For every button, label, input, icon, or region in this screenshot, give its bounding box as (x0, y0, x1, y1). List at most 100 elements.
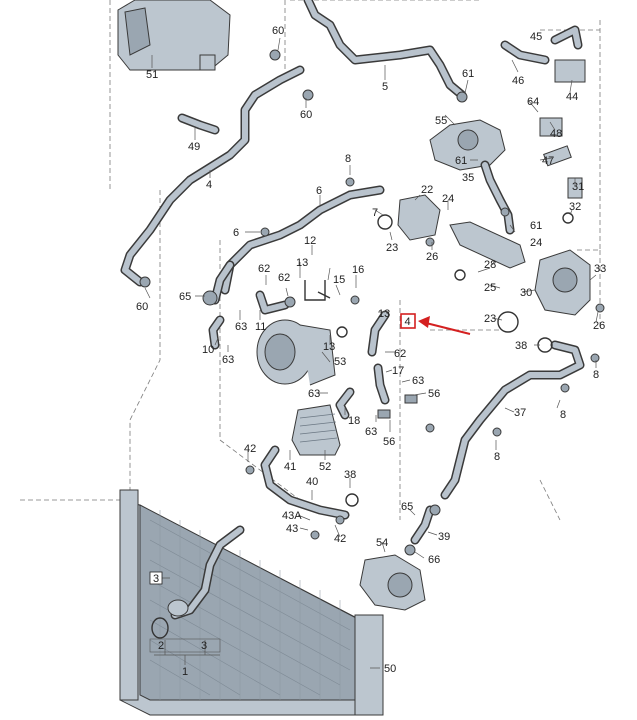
label-2: 2 (158, 640, 164, 652)
label-47: 47 (542, 155, 554, 167)
label-25: 25 (484, 282, 496, 294)
label-22: 22 (421, 184, 433, 196)
hose-39 (410, 505, 435, 545)
label-42-left: 42 (244, 443, 256, 455)
label-56-a: 56 (428, 388, 440, 400)
label-33: 33 (594, 263, 606, 275)
label-1: 1 (182, 666, 188, 678)
water-pump-housing (497, 249, 591, 333)
hose-4 (120, 65, 305, 287)
label-24-top: 24 (442, 193, 454, 205)
label-40: 40 (306, 476, 318, 488)
red-arrow-shaft (425, 322, 471, 335)
label-13-right: 13 (378, 308, 390, 320)
label-45: 45 (530, 31, 542, 43)
label-3: 3 (201, 640, 207, 652)
label-6-left: 6 (233, 227, 239, 239)
radiator-upper-hose (151, 525, 245, 639)
label-42-bottom: 42 (334, 533, 346, 545)
label-63-b: 63 (222, 354, 234, 366)
label-63-d: 63 (308, 388, 320, 400)
label-65-left: 65 (179, 291, 191, 303)
radiator (119, 489, 384, 716)
label-49: 49 (188, 141, 200, 153)
label-13-mid: 13 (323, 341, 335, 353)
label-44: 44 (566, 91, 578, 103)
label-51: 51 (146, 69, 158, 81)
label-24-right: 24 (530, 237, 542, 249)
label-53: 53 (334, 356, 346, 368)
highlight-box (400, 313, 416, 329)
label-23-top: 23 (386, 242, 398, 254)
highlight-label-4: 4 (405, 316, 411, 328)
label-13-top: 13 (296, 257, 308, 269)
label-31: 31 (572, 181, 584, 193)
label-62-c: 62 (394, 348, 406, 360)
hose-40 (260, 445, 359, 520)
hose-6 (210, 185, 385, 305)
label-66: 66 (428, 554, 440, 566)
assembly-outlines (20, 0, 601, 521)
label-8-bottom: 8 (494, 451, 500, 463)
label-8-right: 8 (593, 369, 599, 381)
label-12: 12 (304, 235, 316, 247)
oil-cooler (291, 404, 341, 456)
sensors (543, 145, 583, 224)
label-10: 10 (202, 344, 214, 356)
label-43: 43 (286, 523, 298, 535)
highlighted-part-4: 4 (400, 313, 471, 335)
label-60-mid: 60 (300, 109, 312, 121)
label-61-mid: 61 (455, 155, 467, 167)
bracket-1-3 (149, 571, 221, 653)
label-43A: 43A (282, 510, 302, 522)
leader-lines (144, 37, 599, 669)
label-50: 50 (384, 663, 396, 675)
label-8-top: 8 (345, 153, 351, 165)
label-63-c: 63 (412, 375, 424, 387)
expansion-tank (117, 0, 231, 71)
label-39: 39 (438, 531, 450, 543)
label-64: 64 (527, 96, 539, 108)
label-11: 11 (255, 321, 266, 333)
bolts-and-clamps (139, 49, 605, 556)
label-62-b: 62 (278, 272, 290, 284)
label-32: 32 (569, 201, 581, 213)
label-6-top: 6 (316, 185, 322, 197)
hose-49 (177, 113, 220, 135)
label-4-left: 4 (206, 179, 212, 191)
label-55: 55 (435, 115, 447, 127)
label-37: 37 (514, 407, 526, 419)
label-8-mid: 8 (560, 409, 566, 421)
label-62-a: 62 (258, 263, 270, 275)
label-60-left: 60 (136, 301, 148, 313)
label-26-right: 26 (593, 320, 605, 332)
label-23-right: 23 (484, 313, 496, 325)
part-labels: 51 60 60 5 45 61 46 44 49 4 55 64 48 8 6… (136, 25, 606, 678)
label-5: 5 (382, 81, 388, 93)
label-35: 35 (462, 172, 474, 184)
label-15: 15 (333, 274, 345, 286)
label-17: 17 (392, 365, 404, 377)
label-30: 30 (520, 287, 532, 299)
hose-45 (500, 25, 586, 83)
label-54: 54 (376, 537, 388, 549)
label-41: 41 (284, 461, 296, 473)
label-28: 28 (484, 259, 496, 271)
label-18: 18 (348, 415, 360, 427)
label-46: 46 (512, 75, 524, 87)
coolant-flange-pipe (377, 194, 526, 281)
hose-5 (303, 0, 467, 100)
alternator (256, 319, 336, 386)
red-arrow-head (418, 316, 430, 328)
hose-35 (480, 160, 515, 235)
label-56-b: 56 (383, 436, 395, 448)
small-hoses (208, 280, 390, 420)
label-60-top: 60 (272, 25, 284, 37)
label-61-right: 61 (530, 220, 542, 232)
label-48: 48 (550, 128, 562, 140)
label-63-a: 63 (235, 321, 247, 333)
label-26-top: 26 (426, 251, 438, 263)
label-16: 16 (352, 264, 364, 276)
